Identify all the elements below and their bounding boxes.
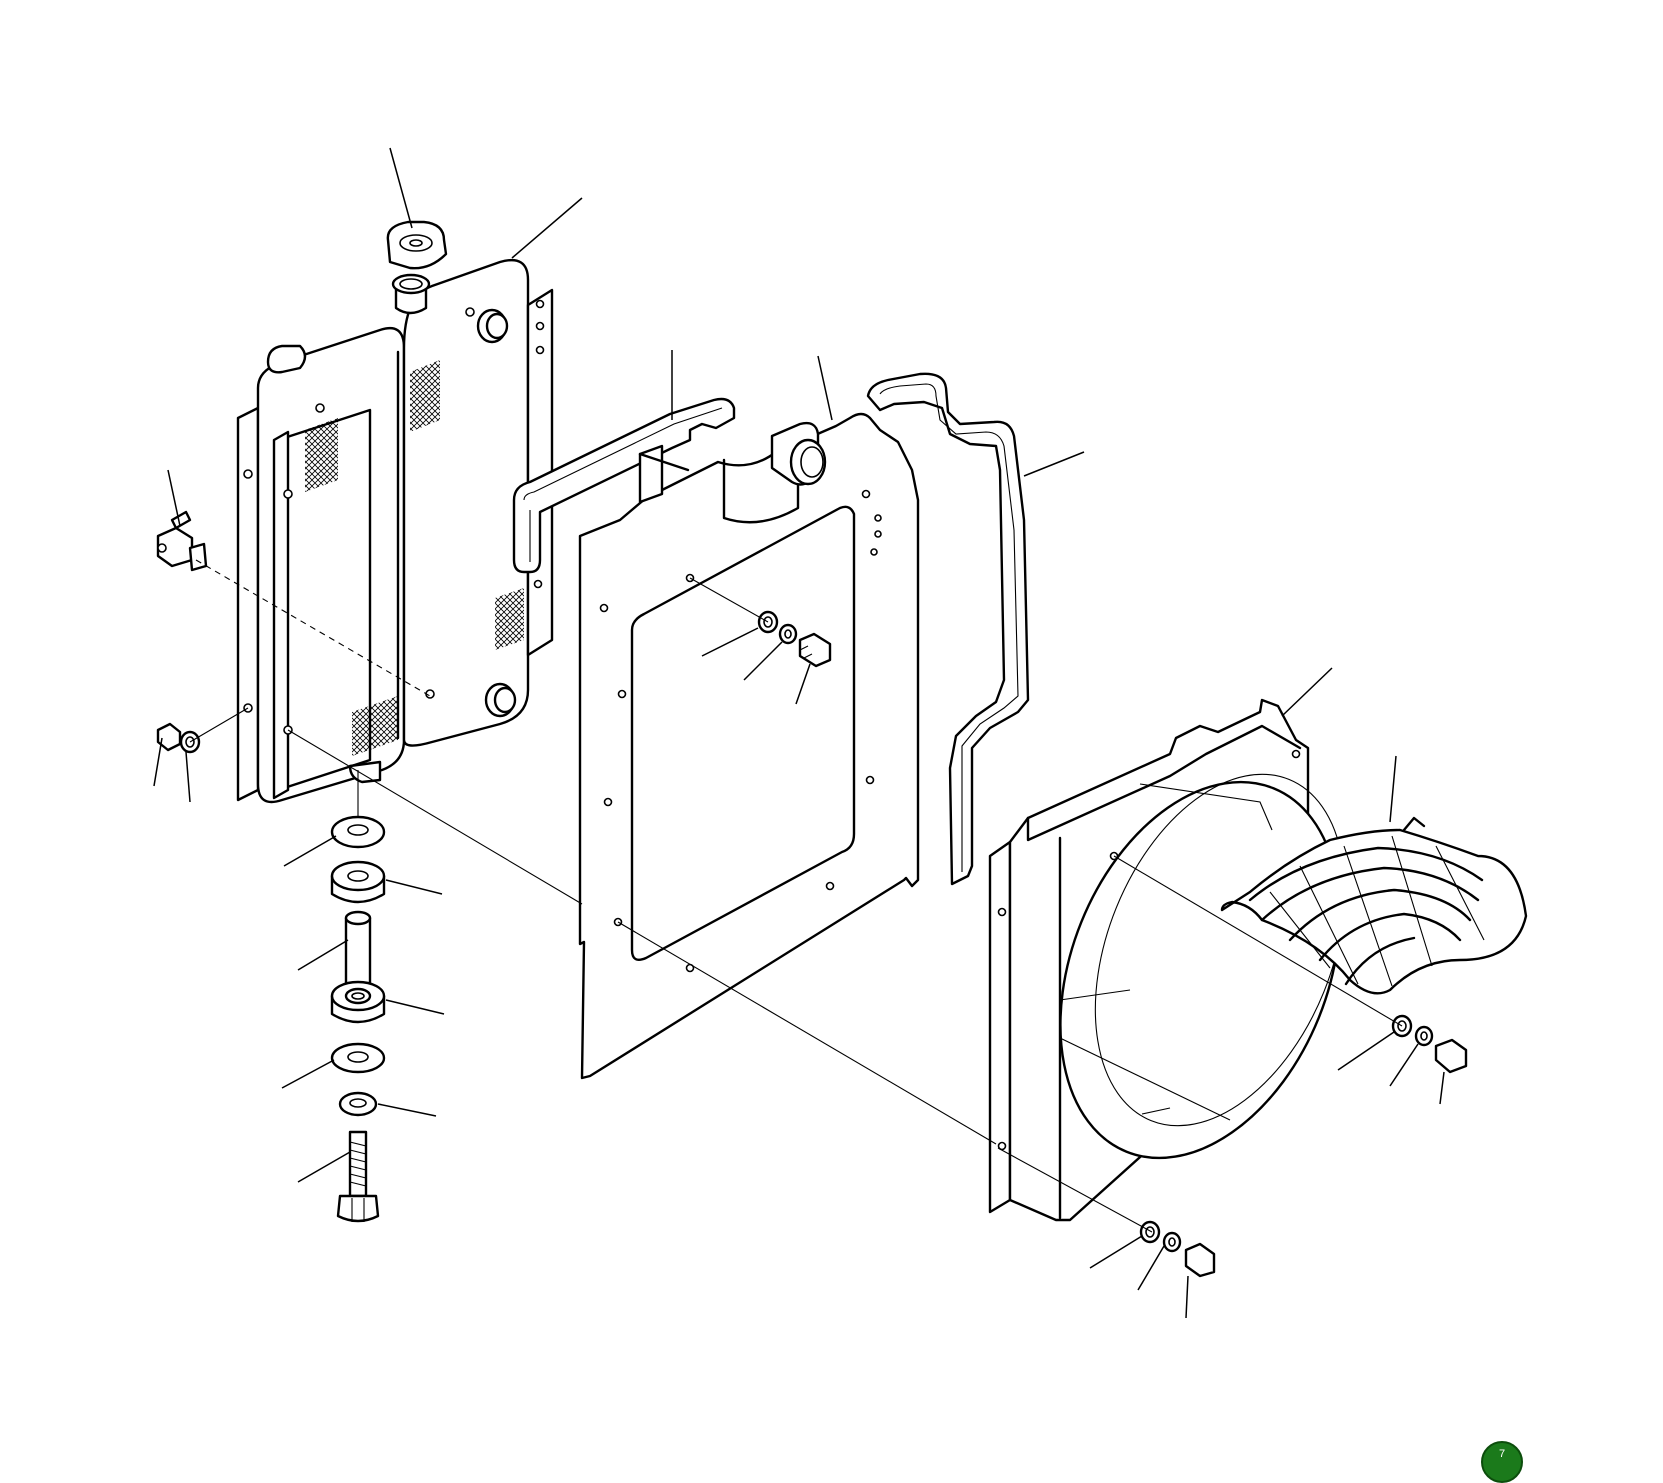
leader-seal-side [1023, 451, 1085, 477]
seal-strip-upper [512, 397, 736, 574]
callout-leaders [153, 147, 1445, 1319]
leader-washer-c [1337, 1031, 1395, 1071]
leader-washer-d [1389, 1043, 1419, 1087]
leader-washer-b [743, 641, 783, 681]
leader-stack-2 [385, 879, 443, 895]
seal-strip-side [866, 372, 1030, 886]
leader-washer [185, 751, 191, 803]
leader-washer-e [1089, 1235, 1143, 1269]
leader-stack-6 [377, 1103, 437, 1117]
radiator [236, 258, 554, 804]
drain-axis-line [195, 559, 431, 697]
leader-cap [389, 147, 413, 229]
leader-fan-shroud [1281, 667, 1333, 717]
leader-stack-3 [297, 939, 349, 971]
leader-bolt-b [1439, 1071, 1445, 1105]
leader-radiator [511, 197, 583, 259]
leader-nut [153, 737, 163, 787]
leader-washer-f [1137, 1245, 1165, 1291]
guard-fasteners [1391, 1014, 1468, 1074]
leader-stack-5 [281, 1059, 335, 1089]
leader-guard [1389, 755, 1397, 823]
leader-bolt-c [1185, 1275, 1189, 1319]
radiator-cap [386, 220, 448, 270]
shroud-bottom-fasteners [1139, 1220, 1216, 1278]
leader-bolt-a [795, 663, 811, 705]
leader-stack-1 [283, 835, 337, 867]
leader-drain [167, 469, 181, 527]
leader-stack-4 [385, 999, 445, 1015]
mount-stack [156, 722, 386, 1223]
shroud-plate [578, 412, 920, 1080]
fan-guard [1220, 816, 1528, 995]
assembly-axis-lines [189, 577, 1403, 1233]
page-number-badge: 7 [1481, 1441, 1523, 1483]
leader-outlet [817, 355, 833, 421]
leader-stack-7 [297, 1151, 351, 1183]
leader-washer-a [701, 627, 759, 657]
drain-cock [156, 510, 208, 572]
